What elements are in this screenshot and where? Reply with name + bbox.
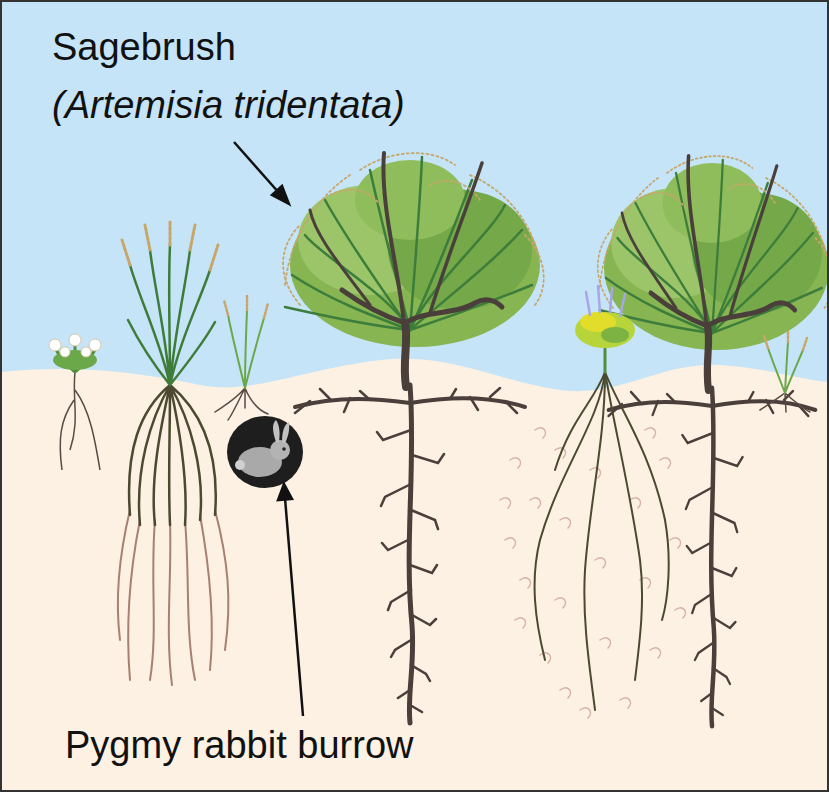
rabbit-burrow: [227, 416, 303, 488]
bunchgrass: [118, 220, 229, 685]
leader-arrow: [234, 142, 303, 716]
species-label: (Artemisia tridentata): [52, 84, 405, 128]
burrow-label: Pygmy rabbit burrow: [65, 724, 413, 768]
small-grass: [760, 330, 810, 412]
small-grass: [215, 295, 268, 420]
forb-plant: [49, 334, 101, 470]
plant-label: Sagebrush: [52, 26, 236, 70]
yellow-forb: [500, 286, 685, 718]
